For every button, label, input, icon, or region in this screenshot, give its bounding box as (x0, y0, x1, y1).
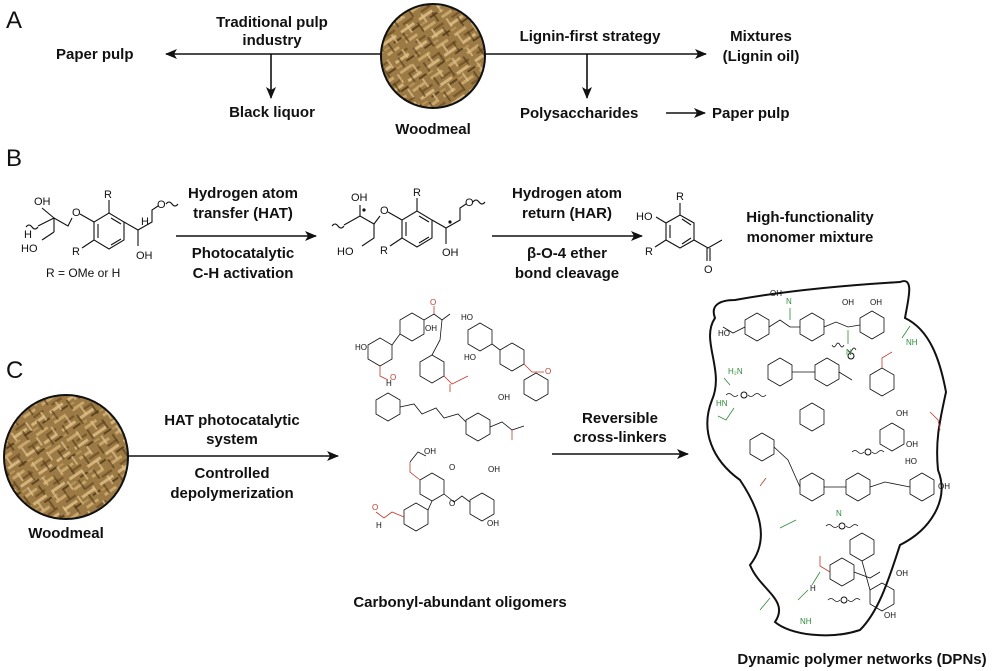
hat-system-label-1: HAT photocatalytic (164, 412, 300, 429)
beta-o4-label-1: β-O-4 ether (527, 245, 607, 262)
svg-text:O: O (704, 264, 713, 276)
traditional-pulp-title-1: Traditional pulp (216, 14, 328, 31)
product-label-1: High-functionality (746, 209, 874, 226)
controlled-label-1: Controlled (195, 465, 270, 482)
photocatalytic-label-1: Photocatalytic (192, 245, 295, 262)
woodmeal-label-c: Woodmeal (28, 525, 104, 542)
svg-text:NH: NH (906, 338, 918, 347)
paper-pulp-right: Paper pulp (712, 105, 790, 122)
dpn-network-structure: OH N OH OH HO NH H₂N HN N OH OH OH HO OH… (706, 280, 950, 637)
product-label-2: monomer mixture (747, 229, 874, 246)
mixtures-label-1: Mixtures (730, 28, 792, 45)
svg-text:OH: OH (938, 482, 950, 491)
svg-text:OH: OH (884, 611, 896, 620)
svg-text:OH: OH (896, 569, 908, 578)
svg-text:HO: HO (461, 313, 473, 322)
har-label-1: Hydrogen atom (512, 185, 622, 202)
svg-text:HO: HO (718, 329, 730, 338)
panel-c: C Woodmeal HAT photocatalytic system Con… (3, 280, 987, 668)
svg-text:OH: OH (498, 393, 510, 402)
panel-b-label: B (6, 145, 22, 172)
svg-text:N: N (846, 348, 852, 357)
controlled-label-2: depolymerization (170, 485, 293, 502)
svg-text:R: R (413, 187, 421, 199)
beta-o4-reactant-structure: OH H HO O R R H OH O (21, 189, 179, 262)
svg-text:HO: HO (355, 343, 367, 352)
svg-text:O: O (372, 503, 378, 512)
svg-text:HO: HO (21, 243, 38, 255)
beta-o4-label-2: bond cleavage (515, 265, 619, 282)
carbonyl-oligomers-structure: HO OH O H O HO O OH HO OH OH OH H O O O (355, 298, 551, 532)
svg-text:O: O (465, 197, 474, 209)
svg-text:OH: OH (842, 298, 854, 307)
dpn-label: Dynamic polymer networks (DPNs) (737, 651, 986, 668)
hat-label-1: Hydrogen atom (188, 185, 298, 202)
polysaccharides-label: Polysaccharides (520, 105, 638, 122)
svg-text:O: O (449, 463, 455, 472)
svg-text:O: O (157, 199, 166, 211)
svg-text:O: O (380, 205, 389, 217)
svg-text:OH: OH (906, 440, 918, 449)
woodmeal-label-a: Woodmeal (395, 121, 471, 138)
svg-text:N: N (836, 509, 842, 518)
svg-text:R: R (380, 245, 388, 257)
lignin-first-title: Lignin-first strategy (520, 28, 662, 45)
svg-text:OH: OH (424, 447, 436, 456)
black-liquor-label: Black liquor (229, 104, 315, 121)
svg-text:OH: OH (351, 192, 368, 204)
svg-text:OH: OH (34, 196, 51, 208)
svg-text:OH: OH (488, 465, 500, 474)
svg-text:H: H (376, 521, 382, 530)
svg-text:H: H (810, 584, 816, 593)
svg-text:O: O (545, 367, 551, 376)
svg-text:R: R (645, 246, 653, 258)
photocatalytic-label-2: C-H activation (193, 265, 294, 282)
svg-text:NH: NH (800, 617, 812, 626)
svg-text:HO: HO (337, 246, 354, 258)
paper-pulp-left: Paper pulp (56, 46, 134, 63)
svg-text:O: O (72, 207, 81, 219)
svg-text:O: O (390, 373, 396, 382)
har-label-2: return (HAR) (522, 205, 612, 222)
reversible-label-1: Reversible (582, 410, 658, 427)
svg-text:HO: HO (464, 353, 476, 362)
panel-b: B OH H HO O R R H OH O R = OMe or H (6, 145, 874, 282)
svg-text:OH: OH (442, 247, 459, 259)
svg-text:OH: OH (896, 409, 908, 418)
woodmeal-image-c (3, 394, 129, 520)
panel-a-label: A (6, 7, 22, 34)
svg-text:H₂N: H₂N (728, 367, 743, 376)
svg-text:OH: OH (425, 324, 437, 333)
svg-text:OH: OH (487, 519, 499, 528)
svg-text:OH: OH (136, 250, 153, 262)
traditional-pulp-title-2: industry (242, 32, 302, 49)
radical-intermediate-structure: OH HO O R R OH O (331, 187, 486, 259)
panel-c-label: C (6, 357, 23, 384)
svg-text:HO: HO (905, 457, 917, 466)
svg-text:R: R (72, 246, 80, 258)
svg-text:H: H (141, 216, 149, 228)
oligomers-label: Carbonyl-abundant oligomers (353, 594, 566, 611)
svg-text:OH: OH (770, 289, 782, 298)
hat-system-label-2: system (206, 431, 258, 448)
svg-text:HN: HN (716, 399, 728, 408)
svg-text:R: R (104, 189, 112, 201)
mixtures-label-2: (Lignin oil) (723, 48, 800, 65)
svg-text:H: H (24, 229, 32, 241)
svg-text:R: R (676, 191, 684, 203)
svg-text:H: H (386, 379, 392, 388)
reversible-label-2: cross-linkers (573, 429, 666, 446)
monomer-product-structure: HO R R O (636, 191, 723, 276)
svg-text:N: N (786, 297, 792, 306)
woodmeal-image-a (380, 3, 486, 109)
svg-text:HO: HO (636, 211, 653, 223)
r-group-definition: R = OMe or H (46, 266, 120, 280)
svg-text:OH: OH (870, 298, 882, 307)
svg-text:O: O (430, 298, 436, 307)
svg-text:O: O (449, 499, 455, 508)
panel-a: A Woodmeal Traditional pulp industry Pap… (6, 3, 800, 138)
hat-label-2: transfer (HAT) (193, 205, 293, 222)
